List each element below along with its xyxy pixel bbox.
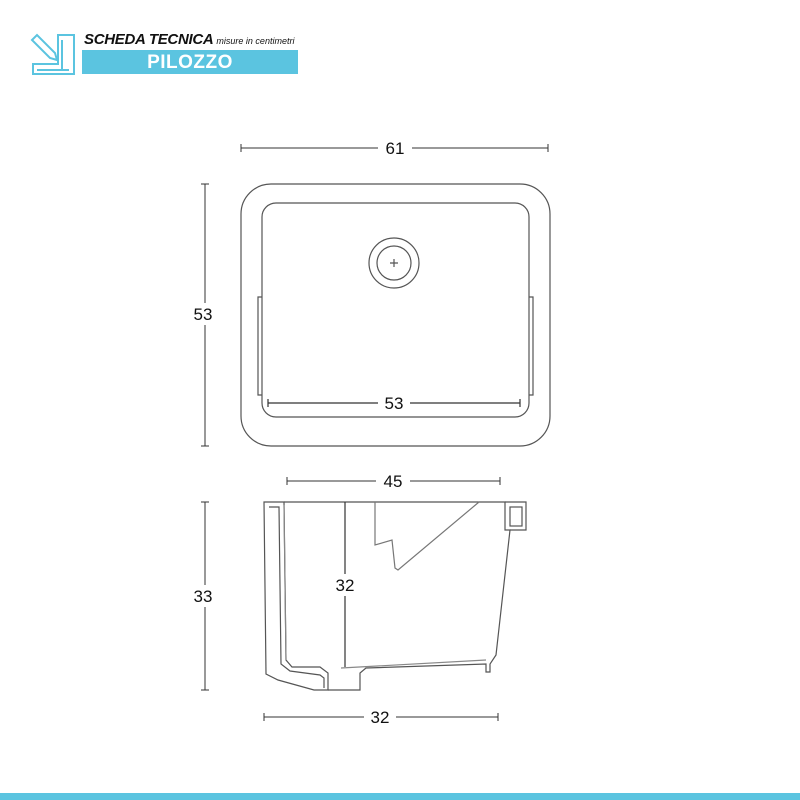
units-note: misure in centimetri: [216, 36, 295, 46]
label-bottom-width-32: 32: [371, 708, 390, 727]
label-depth-53: 53: [194, 305, 213, 324]
label-inner-width-53: 53: [385, 394, 404, 413]
title-text: SCHEDA TECNICA: [84, 31, 214, 48]
drain-icon: [368, 237, 420, 289]
label-inner-depth-32: 32: [336, 576, 355, 595]
label-top-width-45: 45: [384, 472, 403, 491]
pencil-ruler-icon: [30, 33, 75, 75]
bottom-accent-bar: [0, 793, 800, 800]
sink-side-section: [263, 501, 527, 691]
label-height-33: 33: [194, 587, 213, 606]
product-name-banner: PILOZZO: [82, 50, 298, 74]
label-width-61: 61: [386, 139, 405, 158]
